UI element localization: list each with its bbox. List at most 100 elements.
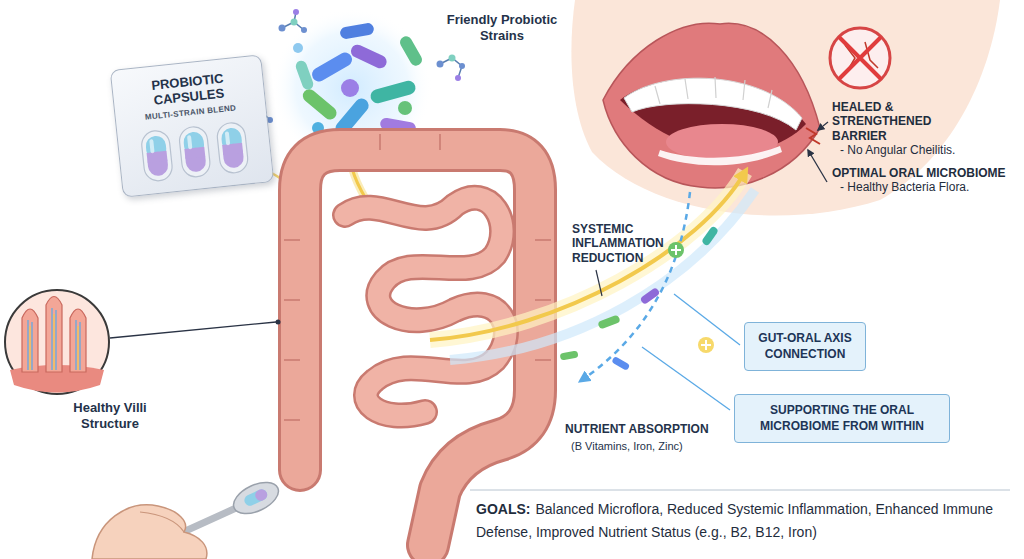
bacteria-cluster-part	[369, 79, 417, 104]
strain-labels: Friendly Probiotic Strains	[438, 12, 566, 43]
no-cheilitis-icon-part	[830, 28, 890, 88]
info-box: SUPPORTING THE ORAL MICROBIOME FROM WITH…	[734, 394, 950, 443]
leader-line-part	[818, 122, 828, 130]
bacteria-cluster-part	[437, 61, 444, 68]
mouth-part	[658, 146, 782, 165]
hand-spoon-part	[92, 505, 207, 559]
bacteria-cluster-part	[294, 59, 315, 91]
capsule-shine	[149, 139, 154, 153]
villi-labels: Healthy Villi Structure	[58, 400, 162, 431]
small-intestine-part	[345, 198, 506, 416]
capsule	[184, 147, 206, 173]
leader-line-part	[470, 490, 1010, 491]
mouth	[603, 23, 820, 188]
leader-line-part	[276, 320, 281, 325]
gut-oral-flow-part	[611, 356, 630, 371]
bacteria-cluster-part	[341, 79, 359, 97]
info-box: GUT-ORAL AXIS CONNECTION	[744, 322, 866, 371]
capsule-blister	[130, 116, 259, 187]
villi-inset-part	[28, 308, 80, 370]
villi-inset-part	[5, 290, 109, 394]
gut-oral-flow-part	[560, 350, 579, 360]
gut-oral-flow-part	[701, 340, 711, 350]
effect-label: SYSTEMIC INFLAMMATION REDUCTION	[572, 222, 684, 265]
goals-labels: GOALS:Balanced Microflora, Reduced Syste…	[476, 497, 1012, 543]
mouth-part	[624, 78, 802, 130]
benefit-heading: HEALED & STRENGTHENED BARRIER	[832, 100, 957, 143]
hand-spoon	[92, 476, 283, 559]
gut-oral-flow-part	[640, 287, 661, 305]
hand-spoon-part	[253, 487, 269, 502]
capsule	[222, 143, 243, 155]
bacteria-cluster-part	[459, 63, 465, 69]
bacteria-cluster-part	[349, 43, 389, 71]
gut-oral-flow-part	[668, 242, 684, 258]
no-cheilitis-icon	[830, 28, 890, 88]
leader-line-part	[642, 347, 730, 410]
mouth-part	[603, 23, 820, 188]
nutrient-note: (B Vitamins, Iron, Zinc)	[571, 440, 731, 453]
capsule	[147, 151, 168, 163]
bacteria-cluster-part	[455, 75, 461, 81]
capsule-pack: PROBIOTIC CAPSULESMULTI-STRAIN BLEND	[110, 54, 275, 197]
bacteria-cluster-part	[309, 50, 354, 84]
box-text: SUPPORTING THE ORAL MICROBIOME FROM WITH…	[747, 403, 937, 434]
bacteria-cluster-part	[398, 101, 412, 115]
gut-oral-flow-part	[671, 245, 681, 255]
nutrient-labels: NUTRIENT ABSORPTION (B Vitamins, Iron, Zi…	[565, 422, 731, 454]
large-intestine-part	[284, 134, 551, 420]
small-intestine-part	[345, 198, 506, 416]
goals-text: Balanced Microflora, Reduced Systemic In…	[476, 501, 993, 540]
benefit-note: - Healthy Bacteria Flora.	[840, 180, 1018, 194]
no-cheilitis-icon-part	[840, 38, 880, 78]
leader-line-part	[596, 270, 602, 296]
large-intestine	[284, 134, 551, 545]
bacteria-cluster-part	[291, 19, 298, 26]
leader-line-part	[110, 322, 276, 338]
bacteria-cluster-part	[300, 87, 339, 123]
capsule	[184, 147, 205, 159]
gut-oral-flow-part	[450, 190, 755, 360]
leader-line-part	[808, 150, 827, 182]
nutrient-heading: NUTRIENT ABSORPTION	[565, 422, 731, 436]
capsule-shine	[225, 131, 230, 145]
goals-heading: GOALS:	[476, 501, 530, 517]
large-intestine-part	[300, 150, 535, 545]
blister	[216, 121, 249, 174]
box-text: GUT-ORAL AXIS CONNECTION	[757, 331, 853, 362]
strain-label: Friendly Probiotic Strains	[438, 12, 566, 43]
hand-spoon-part	[229, 476, 283, 520]
benefit-note: - No Angular Cheilitis.	[840, 143, 1018, 157]
mouth-part	[655, 77, 772, 108]
villi-inset-part	[30, 314, 78, 370]
hand-spoon-part	[140, 512, 184, 532]
bacteria-cluster-part	[301, 27, 307, 33]
gut-oral-flow-part	[698, 337, 714, 353]
gut-oral-flow-part	[701, 226, 719, 247]
bacteria-cluster-part	[449, 55, 456, 62]
blister	[140, 129, 173, 182]
blister	[178, 125, 211, 178]
leader-line-part	[674, 294, 740, 345]
bacteria-cluster-part	[398, 34, 424, 68]
bacteria-cluster-part	[293, 43, 303, 53]
right-labels: HEALED & STRENGTHENED BARRIER- No Angula…	[832, 100, 1018, 194]
capsule	[147, 151, 169, 177]
effect-labels: SYSTEMIC INFLAMMATION REDUCTION	[572, 222, 684, 265]
hand-spoon-part	[243, 487, 269, 507]
bacteria-cluster-part	[279, 25, 286, 32]
large-intestine-part	[300, 150, 535, 545]
capsule-shine	[187, 135, 192, 149]
villi-label: Healthy Villi Structure	[58, 400, 162, 431]
villi-inset	[5, 290, 109, 394]
benefit-heading: OPTIMAL ORAL MICROBIOME	[832, 166, 1018, 180]
mouth-part	[806, 128, 820, 144]
bacteria-cluster-part	[339, 22, 375, 40]
gut-oral-flow-part	[597, 314, 620, 329]
bacteria-cluster-part	[293, 9, 299, 15]
gut-oral-flow	[430, 172, 755, 380]
capsule	[222, 143, 244, 169]
small-intestine	[345, 198, 506, 416]
gut-oral-flow-part	[582, 192, 690, 380]
